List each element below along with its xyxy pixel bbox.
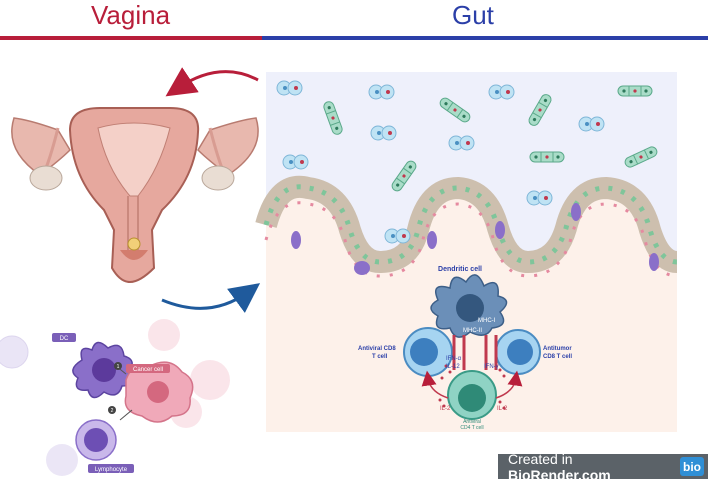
tumor-immunity-illustration: DC Cancer cell Lymphocyte 1 2 [0,319,230,476]
label-antiviral-cd8-2: T cell [372,354,388,360]
vagina-title: Vagina [91,0,171,30]
label-step-2: 2 [111,408,114,414]
label-ifn-gamma: IFN-γ [484,364,499,370]
label-antiviral-cd8-1: Antiviral CD8 [358,346,396,352]
antiviral-cd4-t-cell [447,370,497,420]
label-mhc-ii: MHC-II [463,328,482,334]
label-antitumor-1: Antitumor [543,346,572,352]
biorender-badge[interactable]: Created in BioRender.com bio [498,451,708,483]
label-lymphocyte: Lymphocyte [95,467,128,473]
vagina-divider [0,36,262,40]
arrow-vagina-to-gut [161,283,261,313]
antiviral-cd8-t-cell [403,327,453,377]
label-il-12: IL-12 [446,364,460,370]
label-dc: DC [60,336,69,342]
label-il-2-right: IL-2 [497,406,508,412]
label-antitumor-2: CD8 T cell [543,354,572,360]
label-il-2-left: IL-2 [440,406,451,412]
label-cd4-2: CD4 T cell [460,425,483,431]
label-step-1: 1 [117,364,120,370]
label-cancer-cell: Cancer cell [133,367,163,373]
gut-divider [262,36,708,40]
gut-title: Gut [452,0,494,30]
label-mhc-i: MHC-I [478,318,496,324]
biorender-logo-icon: bio [680,457,704,476]
badge-text: Created in BioRender.com [508,450,611,483]
arrow-gut-to-vagina [165,67,259,97]
label-cd4-1: Antiviral [463,419,481,425]
label-ifn-alpha: IFN-α [446,356,462,362]
uterus-illustration [11,107,259,284]
antitumor-cd8-t-cell [495,329,541,375]
dendritic-cell-gut [430,274,508,338]
label-dendritic-cell: Dendritic cell [438,266,482,273]
